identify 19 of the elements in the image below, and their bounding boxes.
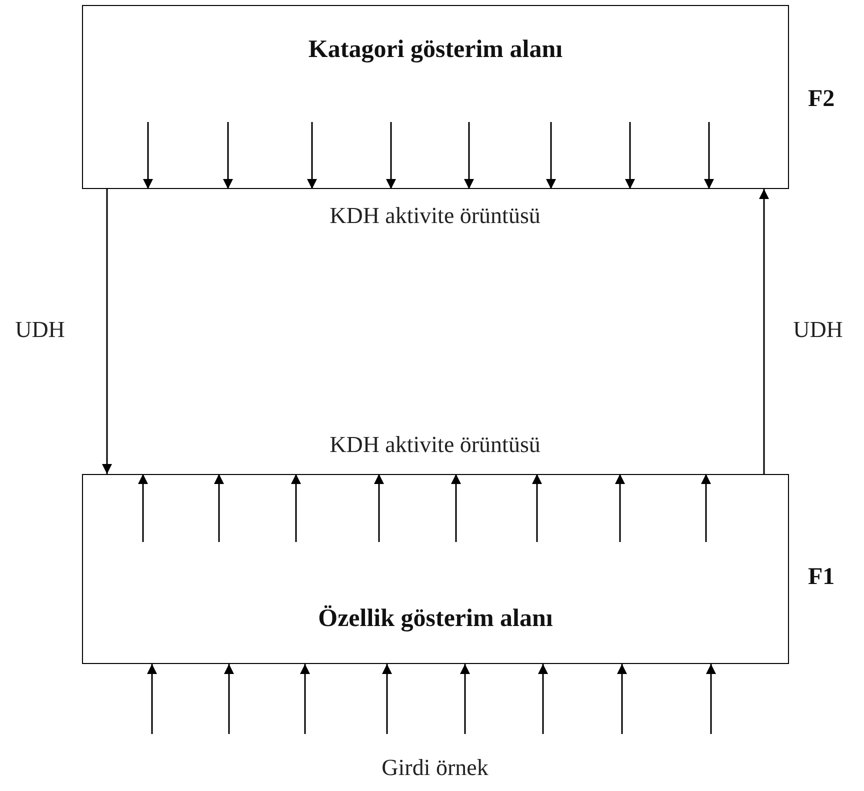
annotation-text: KDH aktivite örüntüsü (330, 203, 540, 229)
arrow (147, 664, 157, 734)
arrow (759, 189, 769, 474)
process-box (82, 474, 789, 664)
process-box (82, 5, 789, 189)
arrow (617, 664, 627, 734)
arrow (300, 664, 310, 734)
annotation-text: Girdi örnek (382, 755, 488, 781)
arrow (460, 664, 470, 734)
arrow (538, 664, 548, 734)
layer-label: F2 (808, 86, 835, 113)
arrow (102, 189, 112, 474)
arrow (382, 664, 392, 734)
layer-label: F1 (808, 564, 835, 591)
box-title: Özellik gösterim alanı (318, 605, 553, 634)
box-title: Katagori gösterim alanı (308, 35, 563, 64)
arrow (224, 664, 234, 734)
arrow (706, 664, 716, 734)
annotation-text: KDH aktivite örüntüsü (330, 432, 540, 458)
